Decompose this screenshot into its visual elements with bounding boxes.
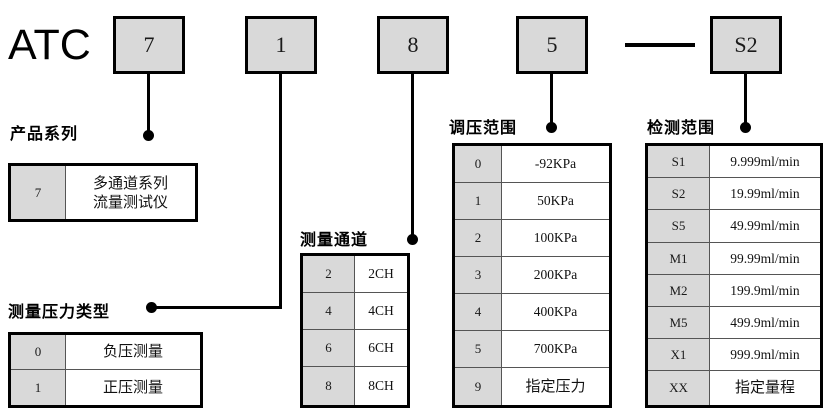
row-desc: 负压测量 xyxy=(66,335,200,369)
row-code: 8 xyxy=(303,367,355,405)
row-code: S5 xyxy=(648,210,710,242)
row-desc: 正压测量 xyxy=(66,370,200,405)
table-row[interactable]: 9 指定压力 xyxy=(455,368,609,405)
row-desc: 400KPa xyxy=(502,294,609,330)
row-code: 3 xyxy=(455,257,502,293)
code-box-pressure-type[interactable]: 1 xyxy=(245,16,317,74)
row-code: 0 xyxy=(455,146,502,182)
table-row[interactable]: 4 4CH xyxy=(303,293,407,330)
connector-pressure-type-vline xyxy=(279,74,282,309)
table-row[interactable]: 3 200KPa xyxy=(455,257,609,294)
row-code: 1 xyxy=(455,183,502,219)
connector-pressure-type-hline xyxy=(152,306,282,309)
table-row[interactable]: 2 2CH xyxy=(303,256,407,293)
table-row[interactable]: 0 -92KPa xyxy=(455,146,609,183)
table-row[interactable]: S5 49.99ml/min xyxy=(648,210,820,243)
row-code: M1 xyxy=(648,243,710,274)
table-measure-channel: 2 2CH 4 4CH 6 6CH 8 8CH xyxy=(300,253,410,408)
row-desc: 199.9ml/min xyxy=(710,275,820,306)
row-desc: 6CH xyxy=(355,330,407,366)
table-row[interactable]: M2 199.9ml/min xyxy=(648,275,820,307)
row-desc: 700KPa xyxy=(502,331,609,367)
row-desc: 8CH xyxy=(355,367,407,405)
table-row[interactable]: 8 8CH xyxy=(303,367,407,405)
connector-series-dot xyxy=(143,130,154,141)
table-row[interactable]: 2 100KPa xyxy=(455,220,609,257)
code-box-channels[interactable]: 8 xyxy=(377,16,449,74)
connector-channels-line xyxy=(411,74,414,240)
row-code: 7 xyxy=(11,166,66,219)
table-row[interactable]: 1 50KPa xyxy=(455,183,609,220)
caption-pressure-range: 调压范围 xyxy=(449,118,518,137)
table-row[interactable]: 1 正压测量 xyxy=(11,370,200,405)
row-desc: 99.99ml/min xyxy=(710,243,820,274)
table-row[interactable]: M1 99.99ml/min xyxy=(648,243,820,275)
row-code: 1 xyxy=(11,370,66,405)
row-desc: 999.9ml/min xyxy=(710,339,820,370)
separator-dash xyxy=(625,43,695,47)
row-code: XX xyxy=(648,371,710,405)
caption-product-series: 产品系列 xyxy=(10,124,79,143)
code-box-series[interactable]: 7 xyxy=(113,16,185,74)
code-box-detection-range[interactable]: S2 xyxy=(710,16,782,74)
row-code: 2 xyxy=(455,220,502,256)
row-desc: -92KPa xyxy=(502,146,609,182)
table-row[interactable]: 6 6CH xyxy=(303,330,407,367)
table-row[interactable]: 0 负压测量 xyxy=(11,335,200,370)
row-code: S1 xyxy=(648,146,710,177)
table-detection-range: S1 9.999ml/min S2 19.99ml/min S5 49.99ml… xyxy=(645,143,823,408)
row-code: 6 xyxy=(303,330,355,366)
row-desc: 200KPa xyxy=(502,257,609,293)
row-code: 0 xyxy=(11,335,66,369)
row-code: M5 xyxy=(648,307,710,338)
row-code: 2 xyxy=(303,256,355,292)
table-product-series: 7 多通道系列 流量测试仪 xyxy=(8,163,198,222)
row-desc: 9.999ml/min xyxy=(710,146,820,177)
table-row[interactable]: X1 999.9ml/min xyxy=(648,339,820,371)
row-code: S2 xyxy=(648,178,710,209)
row-desc: 49.99ml/min xyxy=(710,210,820,242)
row-desc: 19.99ml/min xyxy=(710,178,820,209)
table-row[interactable]: S2 19.99ml/min xyxy=(648,178,820,210)
caption-measure-channel: 测量通道 xyxy=(300,230,369,249)
connector-series-line xyxy=(147,74,150,136)
table-row[interactable]: 4 400KPa xyxy=(455,294,609,331)
connector-detection-range-dot xyxy=(740,122,751,133)
table-row[interactable]: 5 700KPa xyxy=(455,331,609,368)
row-code: M2 xyxy=(648,275,710,306)
connector-channels-dot xyxy=(407,234,418,245)
connector-pressure-type-dot xyxy=(146,302,157,313)
connector-pressure-range-line xyxy=(550,74,553,128)
row-code: 4 xyxy=(303,293,355,329)
row-desc: 指定量程 xyxy=(710,371,820,405)
connector-detection-range-line xyxy=(744,74,747,128)
caption-detection-range: 检测范围 xyxy=(647,118,716,137)
row-desc: 100KPa xyxy=(502,220,609,256)
row-desc: 2CH xyxy=(355,256,407,292)
row-desc: 50KPa xyxy=(502,183,609,219)
row-desc: 4CH xyxy=(355,293,407,329)
connector-pressure-range-dot xyxy=(546,122,557,133)
row-code: 4 xyxy=(455,294,502,330)
table-row[interactable]: M5 499.9ml/min xyxy=(648,307,820,339)
row-code: 5 xyxy=(455,331,502,367)
row-desc: 指定压力 xyxy=(502,368,609,405)
table-pressure-type: 0 负压测量 1 正压测量 xyxy=(8,332,203,408)
code-box-pressure-range[interactable]: 5 xyxy=(516,16,588,74)
caption-pressure-type: 测量压力类型 xyxy=(8,302,111,321)
table-row[interactable]: S1 9.999ml/min xyxy=(648,146,820,178)
row-code: X1 xyxy=(648,339,710,370)
row-desc: 499.9ml/min xyxy=(710,307,820,338)
row-code: 9 xyxy=(455,368,502,405)
table-pressure-range: 0 -92KPa 1 50KPa 2 100KPa 3 200KPa 4 400… xyxy=(452,143,612,408)
row-desc: 多通道系列 流量测试仪 xyxy=(66,166,195,219)
table-row[interactable]: 7 多通道系列 流量测试仪 xyxy=(11,166,195,219)
model-prefix-atc: ATC xyxy=(8,21,91,69)
table-row[interactable]: XX 指定量程 xyxy=(648,371,820,405)
